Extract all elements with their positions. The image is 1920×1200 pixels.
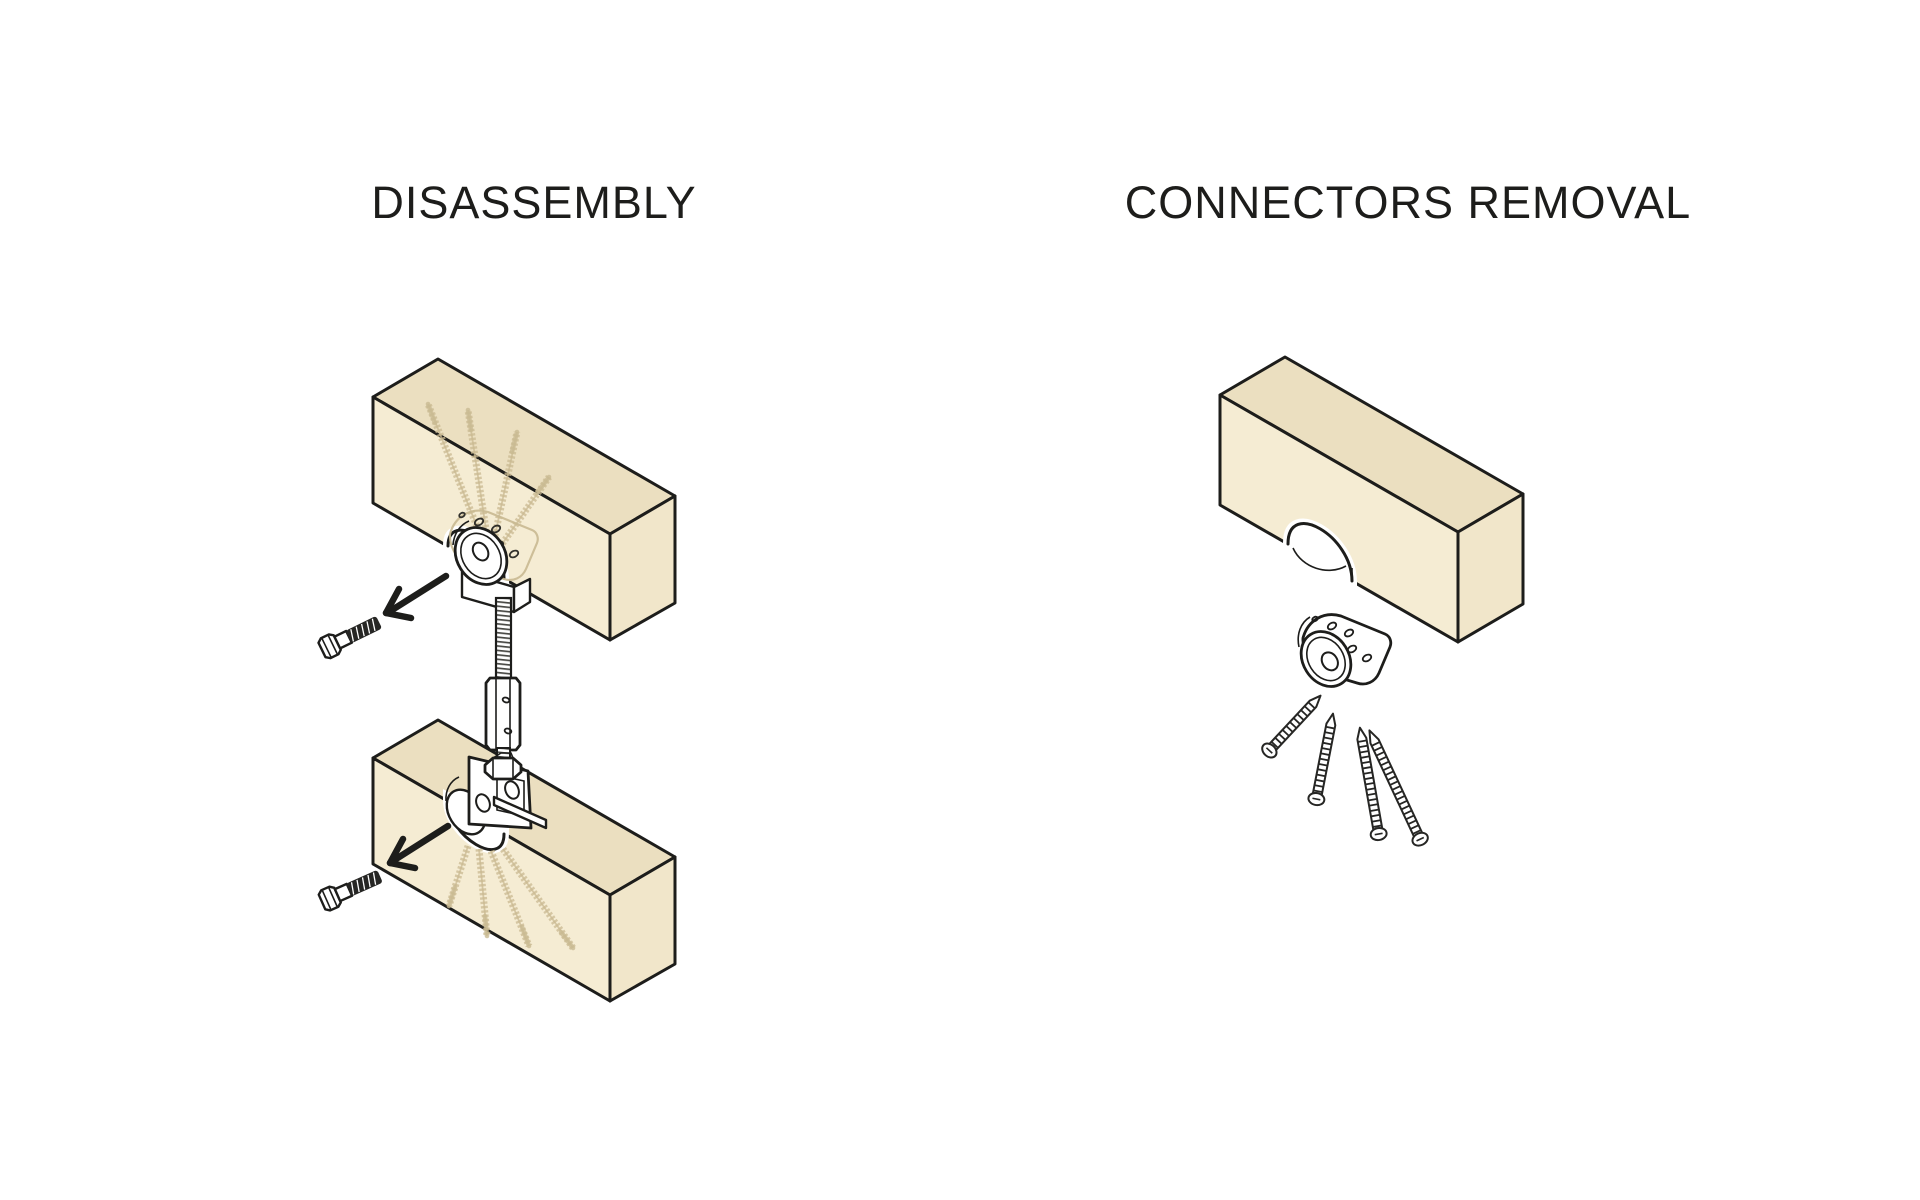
wood-screw [1356,726,1388,842]
connectors-removal-title: CONNECTORS REMOVAL [1124,177,1692,228]
saddle-connector [1297,613,1393,688]
lower-bracket [445,755,548,836]
lower-hex-bolt [317,870,382,912]
wood-screw [1307,712,1337,807]
lower-beam [371,718,677,1003]
threaded-rod-assembly [483,596,523,781]
wood-screw [1261,694,1322,759]
wood-screw [1368,729,1429,847]
bracket-foot-rail [492,795,548,830]
lower-removal-arrow [386,822,452,872]
disassembly-title: DISASSEMBLY [371,177,697,228]
lower-beam-ghost-screws [445,844,576,951]
disassembly-diagram [317,357,677,1003]
threaded-rod [494,596,513,684]
wood-screws [1261,694,1429,847]
hex-coupler [484,676,522,752]
upper-hex-bolt [317,616,382,660]
upper-removal-arrow [382,572,450,622]
right-beam [1218,355,1525,644]
hex-nut [483,752,523,781]
connectors-removal-diagram [1218,355,1525,847]
